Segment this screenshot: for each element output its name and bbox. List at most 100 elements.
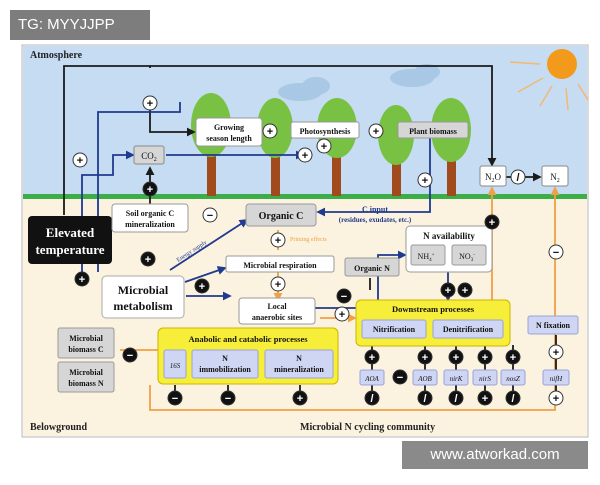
microbial-metabolism-line2: metabolism bbox=[113, 299, 172, 313]
sign-symbol-14: + bbox=[79, 274, 85, 286]
sign-symbol-32: + bbox=[482, 393, 488, 405]
n2o-label: N2O bbox=[485, 172, 502, 184]
sign-marker-11 bbox=[484, 214, 500, 230]
sign-symbol-17: + bbox=[275, 279, 281, 291]
sign-marker-23 bbox=[364, 349, 380, 365]
ground-line bbox=[23, 194, 587, 199]
gene-box-nirs bbox=[472, 369, 498, 386]
n2-label: N2 bbox=[550, 172, 560, 184]
microbial-metabolism-box bbox=[101, 275, 185, 319]
sign-marker-37 bbox=[440, 282, 456, 298]
co2-box bbox=[133, 145, 165, 165]
organic-n-box bbox=[344, 257, 400, 277]
microbial-respiration-box bbox=[225, 255, 335, 273]
sign-marker-6 bbox=[297, 147, 313, 163]
sign-marker-1 bbox=[142, 95, 158, 111]
sign-marker-33 bbox=[505, 390, 521, 406]
sign-marker-8 bbox=[202, 207, 218, 223]
nh4-box bbox=[410, 244, 446, 266]
n-mineralization-box bbox=[264, 349, 334, 379]
sign-marker-5 bbox=[368, 123, 384, 139]
sign-symbol-33: / bbox=[511, 393, 514, 405]
plant-biomass-box bbox=[397, 121, 469, 139]
sign-marker-24 bbox=[392, 369, 408, 385]
atmosphere-label: Atmosphere bbox=[30, 50, 83, 61]
gene-label-nirk: nirK bbox=[450, 375, 463, 383]
community-label: Microbial N cycling community bbox=[300, 422, 435, 433]
n-mineralization-line2: mineralization bbox=[274, 365, 324, 374]
photosynthesis-label: Photosynthesis bbox=[300, 127, 351, 136]
sign-symbol-5: + bbox=[373, 126, 379, 138]
microbial-biomass-n-line1: Microbial bbox=[69, 368, 103, 377]
gene-label-nifh: nifH bbox=[550, 375, 563, 383]
sign-marker-12 bbox=[548, 244, 564, 260]
sign-symbol-4: + bbox=[267, 126, 273, 138]
n2-box bbox=[541, 165, 569, 187]
local-anaerobic-line2: anaerobic sites bbox=[252, 313, 302, 322]
sign-marker-35 bbox=[220, 390, 236, 406]
sign-marker-26 bbox=[448, 349, 464, 365]
downstream-processes-label: Downstream processes bbox=[392, 304, 475, 314]
growing-season-line2: season length bbox=[206, 134, 252, 143]
sign-symbol-13: / bbox=[516, 172, 519, 184]
sign-marker-28 bbox=[505, 349, 521, 365]
growing-season-box bbox=[195, 117, 263, 147]
sign-symbol-7: + bbox=[321, 141, 327, 153]
sign-symbol-10: + bbox=[422, 175, 428, 187]
sign-marker-22 bbox=[548, 390, 564, 406]
n-fixation-label: N fixation bbox=[536, 321, 571, 330]
elevated-temperature-box bbox=[28, 216, 112, 264]
sign-marker-27 bbox=[477, 349, 493, 365]
gene-label-aoa: AOA bbox=[364, 375, 379, 383]
sign-marker-19 bbox=[334, 306, 350, 322]
sign-symbol-6: + bbox=[302, 150, 308, 162]
sign-marker-15 bbox=[140, 251, 156, 267]
gene-box-nifh bbox=[542, 369, 570, 386]
sign-marker-29 bbox=[364, 390, 380, 406]
microbial-biomass-c-line1: Microbial bbox=[69, 334, 103, 343]
arrow-top-to-n2o bbox=[150, 65, 497, 167]
sign-symbol-2: + bbox=[147, 184, 153, 196]
sign-marker-9 bbox=[270, 232, 286, 248]
sign-marker-16 bbox=[194, 278, 210, 294]
microbial-biomass-c-line2: biomass C bbox=[68, 345, 104, 354]
denitrification-label: Denitrification bbox=[443, 325, 494, 334]
sign-symbol-21: + bbox=[553, 347, 559, 359]
watermark-top: TG: MYYJJPP bbox=[10, 10, 150, 40]
sign-symbol-19: + bbox=[339, 309, 345, 321]
sign-symbol-20: − bbox=[127, 350, 133, 362]
sign-symbol-37: + bbox=[445, 285, 451, 297]
arrow-metabolism-up bbox=[97, 102, 181, 272]
sign-symbol-34: − bbox=[172, 393, 178, 405]
growing-season-line1: Growing bbox=[214, 123, 244, 132]
gene-label-nosz: nosZ bbox=[506, 375, 520, 383]
microbial-metabolism-line1: Microbial bbox=[118, 283, 169, 297]
microbial-biomass-n-box bbox=[57, 361, 115, 393]
plant-biomass-label: Plant biomass bbox=[409, 127, 457, 136]
sign-marker-13 bbox=[510, 169, 526, 185]
sign-marker-32 bbox=[477, 390, 493, 406]
gene-box-aob bbox=[412, 369, 438, 386]
c-input-line2: (residues, exudates, etc.) bbox=[339, 216, 412, 224]
sign-symbol-30: / bbox=[423, 393, 426, 405]
sign-marker-7 bbox=[316, 138, 332, 154]
n-immobilization-line2: immobilization bbox=[199, 365, 251, 374]
sign-symbol-12: − bbox=[553, 247, 559, 259]
sign-marker-21 bbox=[548, 344, 564, 360]
microbial-biomass-c-box bbox=[57, 327, 115, 359]
sign-symbol-31: / bbox=[454, 393, 457, 405]
sign-symbol-28: + bbox=[510, 352, 516, 364]
sign-marker-14 bbox=[74, 271, 90, 287]
gene-label-nirs: nirS bbox=[479, 375, 491, 383]
sign-marker-3 bbox=[72, 152, 88, 168]
tree-icon-4 bbox=[378, 105, 414, 196]
sixteen-s-label: 16S bbox=[170, 362, 181, 370]
n2o-box bbox=[479, 165, 507, 187]
sign-marker-38 bbox=[457, 282, 473, 298]
sign-symbol-26: + bbox=[453, 352, 459, 364]
sign-marker-20 bbox=[122, 347, 138, 363]
sixteen-s-box bbox=[163, 349, 187, 379]
sign-marker-30 bbox=[417, 390, 433, 406]
organic-n-label: Organic N bbox=[354, 264, 390, 273]
